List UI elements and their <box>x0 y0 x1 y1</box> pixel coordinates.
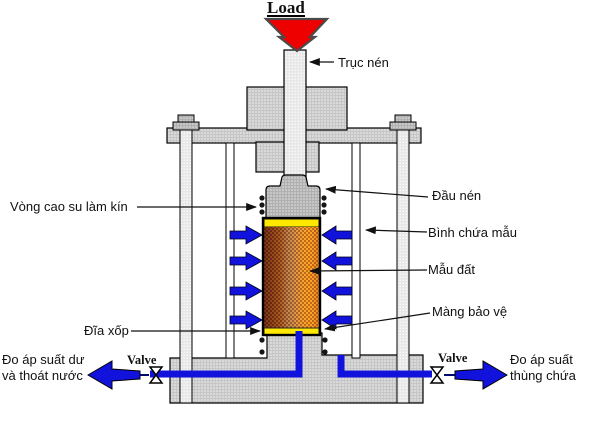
porous-disc-bottom <box>263 327 320 335</box>
rod-nut-left <box>172 121 200 131</box>
outlet-left-label: Đo áp suất dư và thoát nước <box>2 352 112 384</box>
load-arrow-icon <box>263 17 330 53</box>
drain-pipe-left <box>150 331 303 378</box>
outlet-arrow-left-icon <box>87 360 141 390</box>
cell-pressure-pipe-right <box>337 355 432 378</box>
leader-membrane <box>324 312 431 332</box>
callout-soil-sample: Mẫu đất <box>428 262 475 277</box>
tie-rod-right <box>396 114 410 404</box>
callout-cell: Bình chứa mẫu <box>428 225 517 240</box>
callout-membrane: Màng bảo vệ <box>432 304 508 319</box>
leader-top-cap <box>325 185 429 198</box>
load-label: Load <box>267 0 305 17</box>
top-cap <box>265 174 321 220</box>
rod-nut-left-top <box>177 114 195 123</box>
callout-top-cap: Đầu nén <box>432 188 482 203</box>
loading-ram-shaft <box>283 49 307 179</box>
leader-cell <box>365 226 428 235</box>
valve-right-icon[interactable] <box>429 366 445 384</box>
outlet-arrow-right-icon <box>454 360 508 390</box>
cell-wall-right <box>351 142 361 359</box>
porous-disc-top <box>263 218 320 228</box>
valve-left-label: Valve <box>127 353 157 367</box>
soil-sample-texture <box>264 227 319 328</box>
valve-left-icon[interactable] <box>148 366 164 384</box>
callout-leaders <box>131 58 431 335</box>
membrane-outline <box>261 216 322 337</box>
rod-nut-right-top <box>394 114 412 123</box>
callout-shaft: Trục nén <box>338 55 389 70</box>
outlet-left-line1: Đo áp suất dư <box>2 352 85 367</box>
callout-porous-disc: Đĩa xốp <box>84 323 129 338</box>
o-rings-bottom <box>259 337 328 355</box>
callout-seal-ring: Vòng cao su làm kín <box>10 199 128 214</box>
outlet-right-label: Đo áp suất thùng chứa <box>510 352 598 384</box>
valve-right-label: Valve <box>438 351 468 365</box>
outlet-right-line1: Đo áp suất <box>510 352 573 367</box>
outlet-right-line2: thùng chứa <box>510 368 576 383</box>
tie-rod-left <box>179 114 193 404</box>
rod-nut-right <box>389 121 417 131</box>
outlet-left-line2: và thoát nước <box>2 368 83 383</box>
o-rings-top <box>259 195 327 215</box>
cell-wall-left <box>225 142 235 359</box>
leader-soil-sample <box>309 266 428 275</box>
